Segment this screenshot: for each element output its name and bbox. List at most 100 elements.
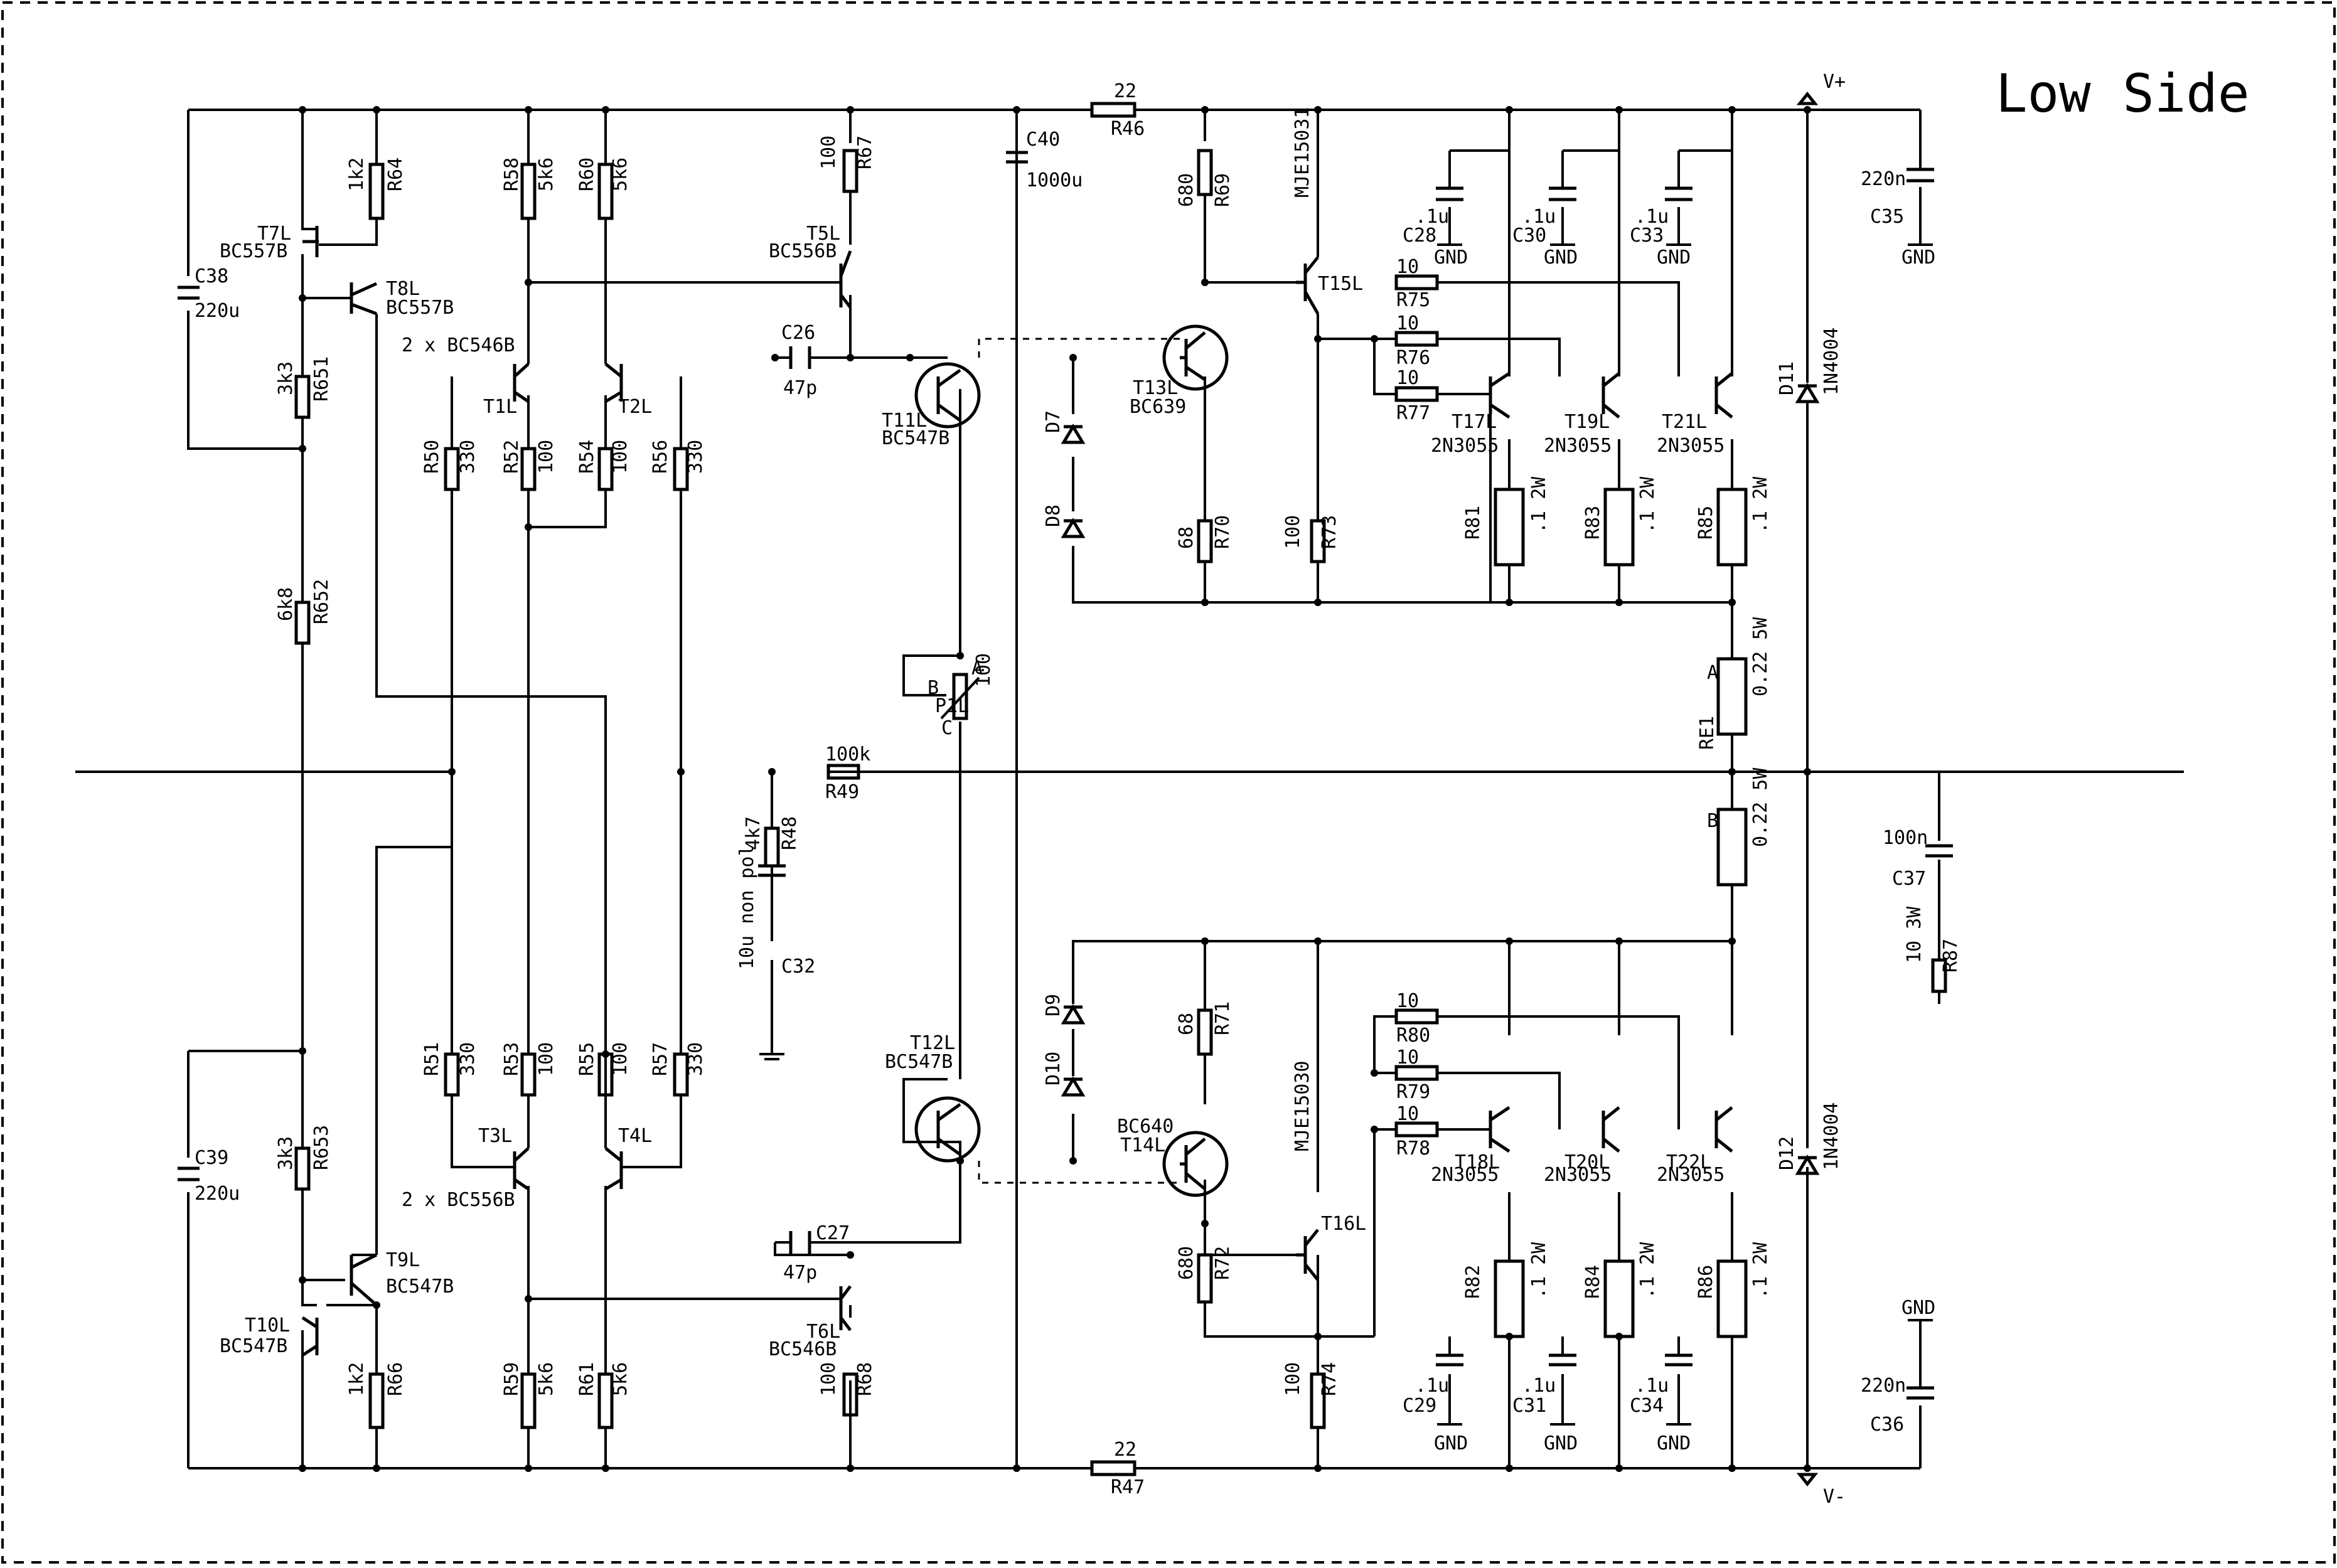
- ground-symbols: [1437, 243, 1933, 1426]
- small_labels-label: 10: [1396, 1047, 1419, 1069]
- resistor-r86: [1716, 1259, 1748, 1338]
- text_labels-label: GND: [1901, 247, 1935, 269]
- small_labels-label: B: [1707, 810, 1718, 832]
- text_labels-label: GND: [1657, 247, 1691, 269]
- transistor-t22l: [1714, 1106, 1733, 1153]
- rot_labels-label: 100: [818, 1362, 840, 1396]
- transistor-t15l: [1296, 256, 1320, 315]
- rot_labels-label: D11: [1776, 361, 1798, 395]
- text_labels-label: C39: [195, 1147, 228, 1169]
- capacitor-c32: [758, 864, 786, 877]
- junction-dots: [299, 106, 1811, 1472]
- text_labels-label: 22: [1114, 80, 1136, 102]
- diodes: [1061, 383, 1820, 1175]
- rot_labels-label: .1 2W: [1637, 476, 1659, 533]
- transistor-t10l: [301, 1316, 319, 1357]
- small_labels-label: .1u: [1522, 206, 1556, 228]
- rot_labels-label: R85: [1695, 506, 1717, 540]
- text_labels-label: R80: [1396, 1025, 1430, 1047]
- resistor-r653: [294, 1146, 311, 1191]
- resistor-r80: [1394, 1008, 1439, 1025]
- resistor-r70: [1197, 519, 1213, 563]
- diode-d10: [1061, 1076, 1086, 1097]
- rot_labels-label: 0.22 5W: [1750, 767, 1772, 847]
- text_labels-label: GND: [1544, 1432, 1578, 1454]
- text_labels-label: T21L: [1662, 411, 1707, 433]
- rot_labels-label: R51: [421, 1042, 443, 1076]
- rot_labels-label: 10 3W: [1903, 906, 1925, 963]
- text_labels-label: C27: [816, 1222, 850, 1244]
- transistor-t11l: [914, 362, 981, 429]
- text_labels-label: R47: [1111, 1476, 1145, 1498]
- rot_labels-label: R61: [576, 1362, 598, 1396]
- rot_labels-label: R48: [779, 816, 801, 850]
- resistor-r66: [368, 1372, 385, 1429]
- text_labels-label: T16L: [1321, 1213, 1366, 1235]
- text_labels-label: BC557B: [386, 297, 454, 319]
- transistor-t6l: [839, 1285, 852, 1331]
- resistor-r85: [1716, 488, 1748, 567]
- transistor-t12l: [914, 1096, 981, 1163]
- rot_labels-label: R70: [1212, 515, 1234, 549]
- text_labels-label: 220n: [1861, 168, 1906, 190]
- resistor-r54: [597, 447, 614, 491]
- text_labels-label: T7L: [257, 223, 291, 245]
- rot_labels-label: R64: [385, 157, 407, 191]
- thermal-coupling-lower: [978, 1161, 1180, 1184]
- text_labels-label: BC640: [1117, 1116, 1174, 1138]
- text_labels-label: T12L: [910, 1032, 955, 1054]
- transistor-t16l: [1296, 1229, 1319, 1281]
- text_labels-label: BC556B: [769, 240, 837, 262]
- text_labels-label: 2N3055: [1657, 1164, 1725, 1186]
- resistor-r50: [444, 447, 460, 491]
- rot_labels-label: R67: [854, 136, 876, 169]
- thermal-coupling-upper: [978, 338, 1180, 358]
- resistor-r67: [842, 149, 858, 193]
- rot_labels-label: .1 2W: [1528, 476, 1550, 533]
- diode-d9: [1061, 1004, 1086, 1025]
- rot_labels-label: 330: [457, 440, 479, 474]
- rot_labels-label: 100: [535, 440, 557, 474]
- text_labels-label: R46: [1111, 118, 1145, 140]
- text_labels-label: C28: [1403, 225, 1436, 247]
- capacitor-c36: [1906, 1386, 1934, 1400]
- resistor-r71: [1197, 1008, 1213, 1056]
- rot_labels-label: R50: [421, 440, 443, 474]
- text_labels-label: T10L: [245, 1315, 290, 1336]
- capacitor-c37: [1925, 844, 1953, 858]
- text_labels-label: C40: [1026, 129, 1060, 151]
- rot_labels-label: 1N4004: [1821, 1102, 1842, 1170]
- rot_labels-label: 680: [1175, 173, 1197, 207]
- rot_labels-label: 5k6: [535, 157, 557, 191]
- text_labels-label: C38: [195, 265, 228, 287]
- text_labels-label: 2N3055: [1657, 435, 1725, 457]
- rot_labels-label: R54: [576, 440, 598, 474]
- diode-d8: [1061, 518, 1086, 538]
- text_labels-label: 220u: [195, 300, 240, 322]
- resistor-r69: [1197, 149, 1213, 196]
- rot_labels-label: R74: [1318, 1362, 1340, 1396]
- rot_labels-label: R86: [1695, 1265, 1717, 1299]
- resistor-r72: [1197, 1253, 1213, 1304]
- rot_labels-label: 100: [818, 136, 840, 169]
- rail-label-vminus: V-: [1823, 1486, 1846, 1508]
- text_labels-label: T8L: [386, 278, 420, 300]
- text_labels-label: T14L: [1120, 1134, 1165, 1156]
- transistor-t9l: [350, 1253, 378, 1306]
- transistor-t19l: [1602, 372, 1620, 419]
- small_labels-label: .1u: [1635, 206, 1669, 228]
- text_labels-label: 2N3055: [1544, 435, 1612, 457]
- resistor-re1-b: [1716, 808, 1748, 887]
- text_labels-label: C29: [1403, 1395, 1436, 1417]
- text_labels-label: 220u: [195, 1183, 240, 1205]
- text_labels-label: C35: [1870, 206, 1904, 228]
- resistor-r75: [1394, 274, 1439, 291]
- transistor-t18l: [1489, 1106, 1511, 1153]
- text_labels-label: C33: [1630, 225, 1664, 247]
- rot_labels-label: R73: [1318, 515, 1340, 549]
- rot_labels-label: 6k8: [275, 587, 297, 621]
- transistor-t20l: [1602, 1106, 1620, 1153]
- capacitor-c29: [1436, 1353, 1463, 1367]
